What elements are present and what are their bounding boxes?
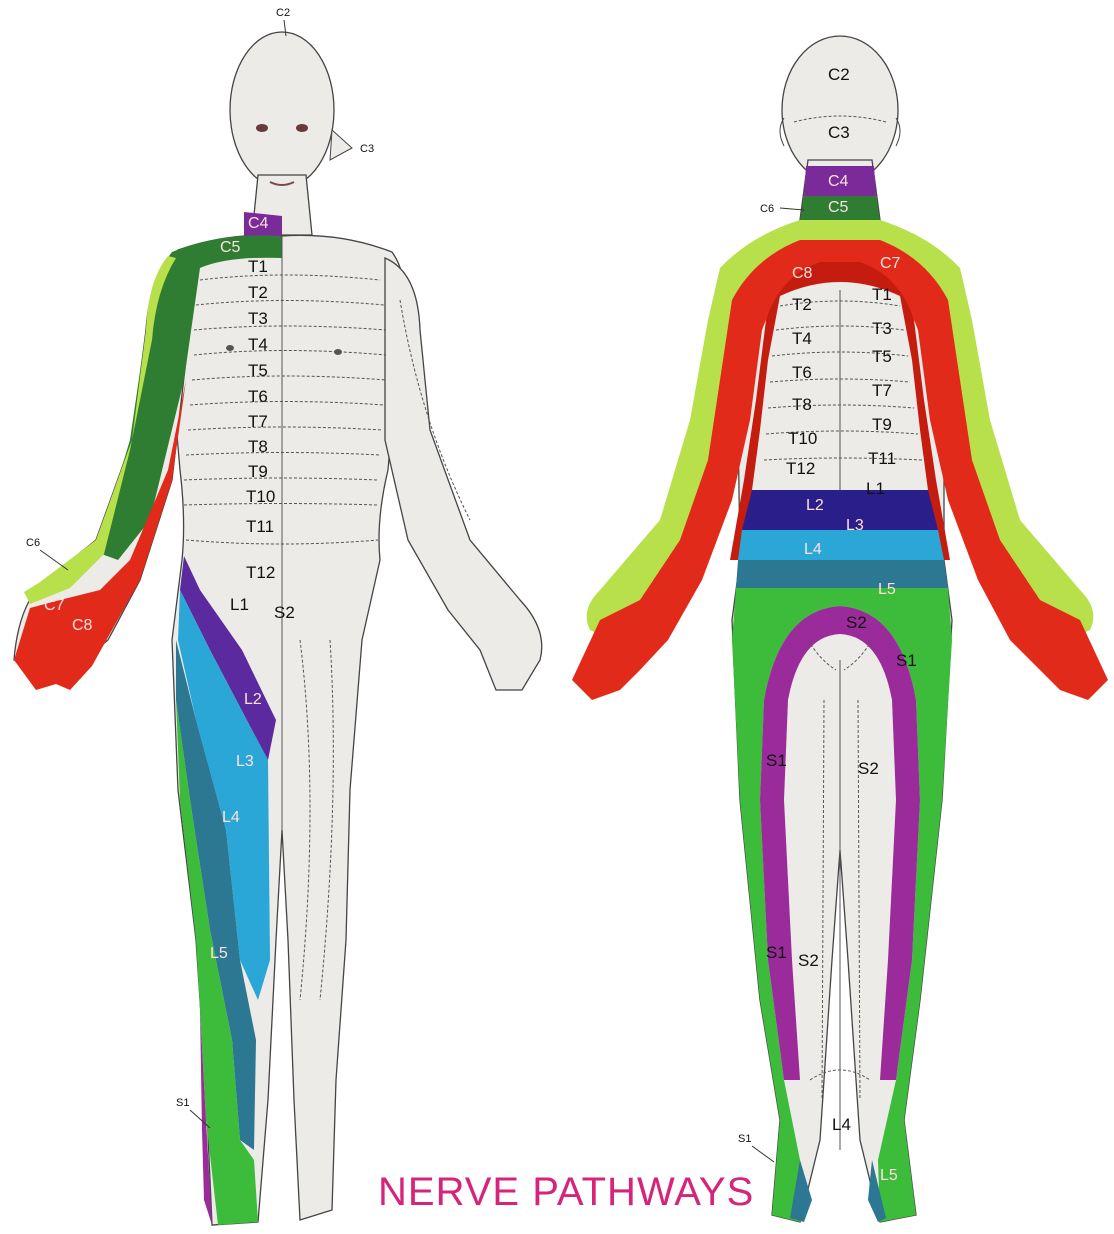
back-label-s2-buttock: S2: [846, 613, 867, 632]
front-label-l1: L1: [230, 595, 249, 614]
back-label-t11: T11: [868, 449, 896, 468]
back-label-l2: L2: [806, 497, 824, 514]
back-figure: C2 C3 C4 C5 C6 C8 C7 T1 T2 T3 T4 T5 T6 T…: [572, 36, 1108, 1222]
back-label-l4: L4: [804, 541, 822, 558]
front-label-c5: C5: [220, 239, 241, 256]
front-label-s1: S1: [176, 1097, 189, 1109]
front-label-c8: C8: [72, 617, 93, 634]
front-figure: C2 C3 C4 C5 C6 C7 C8 T1 T2 T3 T4 T5 T6 T…: [14, 7, 542, 1225]
back-label-c8: C8: [792, 265, 813, 282]
back-label-t4: T4: [792, 329, 812, 348]
back-l2-band: [742, 490, 938, 530]
front-label-c7: C7: [44, 597, 65, 614]
front-label-t6: T6: [248, 387, 268, 406]
back-label-l4-ankle: L4: [832, 1115, 851, 1134]
back-label-t10: T10: [788, 429, 817, 448]
front-label-t1: T1: [248, 257, 268, 276]
front-label-c2: C2: [276, 7, 290, 19]
front-label-t9: T9: [248, 462, 268, 481]
back-label-s1-buttock: S1: [896, 651, 917, 670]
back-label-t5: T5: [872, 347, 892, 366]
front-label-t3: T3: [248, 309, 268, 328]
back-l4-band: [736, 560, 948, 588]
back-label-t6: T6: [792, 363, 812, 382]
front-label-t8: T8: [248, 437, 268, 456]
front-label-t2: T2: [248, 283, 268, 302]
back-label-c5: C5: [828, 199, 849, 216]
back-label-s1-calf: S1: [766, 943, 787, 962]
front-label-l5: L5: [210, 945, 228, 962]
front-label-c6: C6: [26, 537, 40, 549]
back-label-c3: C3: [828, 123, 850, 142]
back-label-t9: T9: [872, 415, 892, 434]
back-label-t1: T1: [872, 285, 892, 304]
front-label-l4: L4: [222, 809, 240, 826]
back-label-s1-thigh: S1: [766, 751, 787, 770]
front-label-t4: T4: [248, 335, 268, 354]
back-label-t8: T8: [792, 395, 812, 414]
back-label-c2: C2: [828, 65, 850, 84]
back-label-c6: C6: [760, 203, 774, 215]
front-label-t10: T10: [246, 487, 275, 506]
front-label-t11: T11: [246, 517, 274, 536]
front-label-l3: L3: [236, 753, 254, 770]
back-label-t12: T12: [786, 459, 815, 478]
front-label-l2: L2: [244, 691, 262, 708]
back-label-c7: C7: [880, 255, 901, 272]
back-label-c4: C4: [828, 173, 849, 190]
back-label-t3: T3: [872, 319, 892, 338]
front-label-t7: T7: [248, 412, 268, 431]
front-label-c4: C4: [248, 215, 269, 232]
back-label-s1-ankle: S1: [738, 1133, 751, 1145]
back-label-l5: L5: [878, 581, 896, 598]
back-label-l3: L3: [846, 517, 864, 534]
front-label-t5: T5: [248, 361, 268, 380]
back-label-t7: T7: [872, 381, 892, 400]
page-title: NERVE PATHWAYS: [378, 1170, 754, 1215]
back-label-s2-thigh: S2: [858, 759, 879, 778]
front-label-s2: S2: [274, 603, 295, 622]
back-label-t2: T2: [792, 295, 812, 314]
back-label-s2-calf: S2: [798, 951, 819, 970]
back-l3-band: [738, 530, 944, 560]
back-label-l5-ankle: L5: [880, 1167, 898, 1184]
front-label-t12: T12: [246, 563, 275, 582]
back-label-l1: L1: [866, 479, 885, 498]
front-label-c3: C3: [360, 143, 374, 155]
